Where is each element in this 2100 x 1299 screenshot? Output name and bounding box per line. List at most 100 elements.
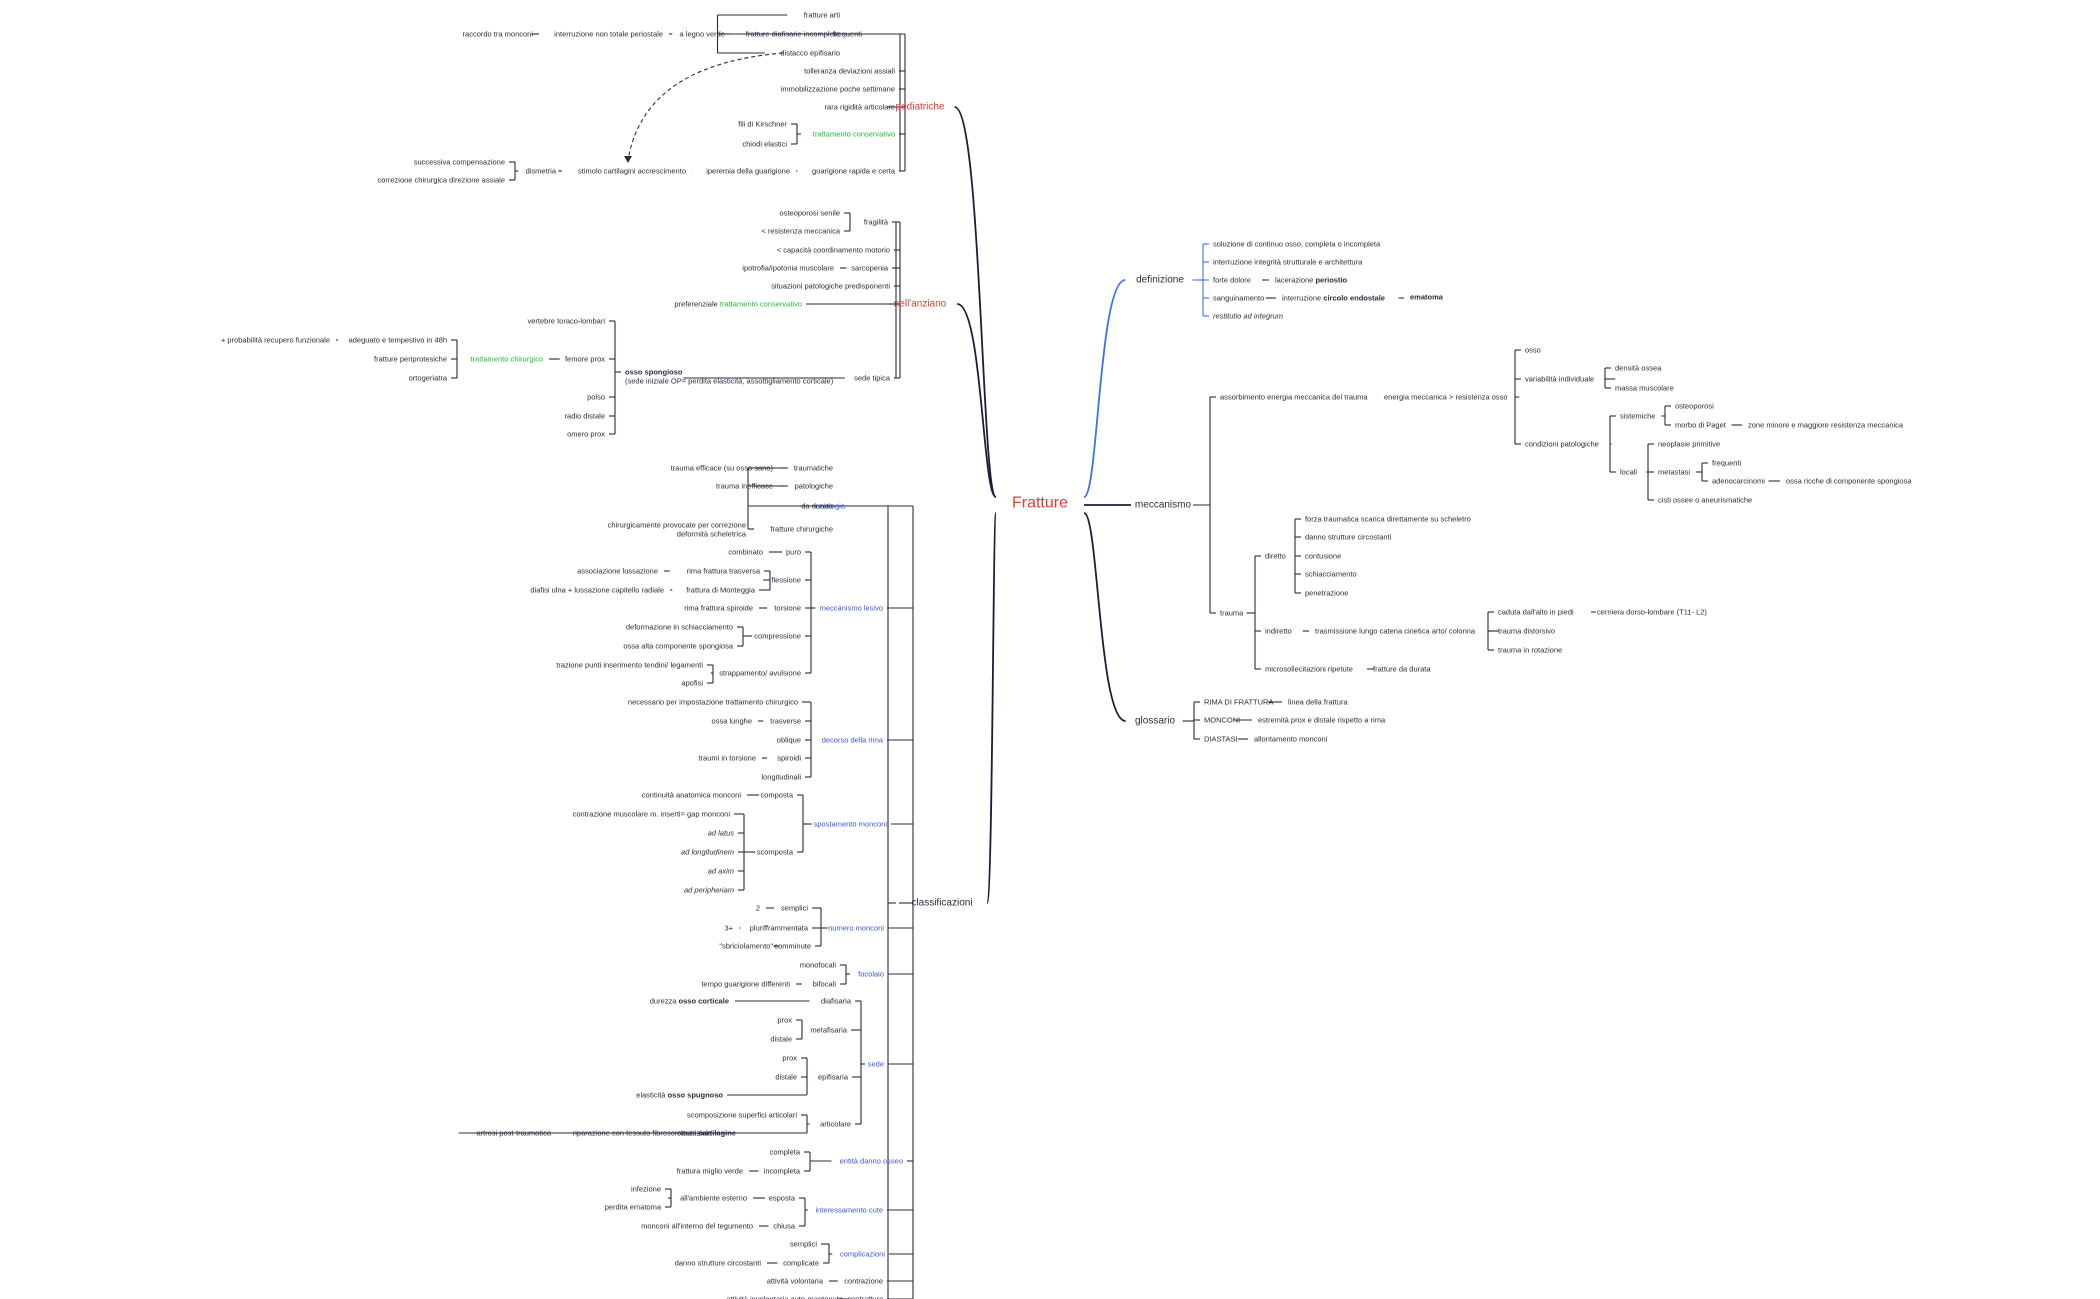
node-text: frattura miglio verde bbox=[677, 1167, 743, 1176]
node-perdita-ematoma: perdita ematoma bbox=[605, 1203, 662, 1212]
node-text: traumatiche bbox=[794, 464, 833, 473]
node-text: traumi in torsione bbox=[698, 754, 756, 763]
node-text: assorbimento energia meccanica del traum… bbox=[1220, 393, 1368, 402]
node-text: decorso della rima bbox=[822, 736, 884, 745]
node-text: preferenziale bbox=[674, 300, 717, 309]
node-text: ossa alta componente spongiosa bbox=[623, 642, 733, 651]
node-eziologia: eziologia bbox=[815, 502, 845, 511]
node-text: massa muscolare bbox=[1615, 384, 1674, 393]
node-text: sede tipica bbox=[854, 374, 891, 383]
node-text: all'ambiente esterno bbox=[680, 1194, 747, 1203]
node-adenocarcinomi: adenocarcinomi bbox=[1712, 477, 1765, 486]
node-text: trauma bbox=[1220, 609, 1244, 618]
node-text: plurifframmentata bbox=[750, 924, 809, 933]
node-suffix-text: cartilagine bbox=[698, 1129, 736, 1138]
node-text: trasmissione lungo catena cinetica arto/… bbox=[1315, 627, 1476, 636]
node-variabilita-individuale: variabilità individuale bbox=[1525, 375, 1594, 384]
node-trasverse: trasverse bbox=[770, 717, 801, 726]
node-interruzione: interruzione circolo endostale bbox=[1282, 294, 1385, 303]
node-chirurgicamente-provocate-per-correzione: chirurgicamente provocate per correzione bbox=[608, 521, 746, 530]
node-text: chiusa bbox=[773, 1222, 796, 1231]
node-text: locali bbox=[1620, 468, 1637, 477]
node-forte-dolore: forte dolore bbox=[1213, 276, 1251, 285]
node-text: elasticità bbox=[636, 1091, 666, 1100]
node-epifisaria: epifisaria bbox=[818, 1073, 849, 1082]
node-text: tolleranza deviazioni assiali bbox=[804, 67, 895, 76]
node-text: monconi all'interno del tegumento bbox=[641, 1222, 753, 1231]
node-microsollecitazioni-ripetute: microsollecitazioni ripetute bbox=[1265, 665, 1353, 674]
node-interessamento-cute: interessamento cute bbox=[815, 1206, 883, 1215]
node-text: rara rigidità articolare bbox=[825, 103, 895, 112]
node-text: trauma inefficace bbox=[716, 482, 773, 491]
node-text: bifocali bbox=[813, 980, 837, 989]
node-distale: distale bbox=[775, 1073, 797, 1082]
node-text: vertebre toraco-lombari bbox=[527, 317, 605, 326]
node-prox: prox bbox=[777, 1016, 792, 1025]
node-cerniera-dorso-lombare-t11-l2: cerniera dorso-lombare (T11- L2) bbox=[1597, 608, 1707, 617]
node-focolaio: focolaio bbox=[858, 970, 884, 979]
node-text: ad peripheriam bbox=[684, 886, 734, 895]
node-complicate: complicate bbox=[783, 1259, 819, 1268]
node-text: penetrazione bbox=[1305, 589, 1348, 598]
node-text: glossario bbox=[1135, 716, 1175, 727]
node-fratture: Fratture bbox=[1012, 495, 1068, 512]
node-text: trasverse bbox=[770, 717, 801, 726]
node-continuita-anatomica-monconi: continuità anatomica monconi bbox=[642, 791, 742, 800]
node-text: ortogeriatra bbox=[409, 374, 448, 383]
node-text: rima frattura spiroide bbox=[684, 604, 753, 613]
node-text: danno strutture circostanti bbox=[675, 1259, 762, 1268]
node-text: DIASTASI bbox=[1204, 735, 1238, 744]
node-text: interruzione non totale periostale bbox=[554, 30, 663, 39]
node-trauma-inefficace: trauma inefficace bbox=[716, 482, 773, 491]
edge-def bbox=[1083, 279, 1126, 498]
node-text: < capacità coordinamento motorio bbox=[777, 246, 890, 255]
node-preferenziale: preferenziale trattamento conservativo bbox=[674, 300, 802, 309]
node-suffix-text: circolo endostale bbox=[1323, 294, 1385, 303]
node-suffix-text: osso spugnoso bbox=[668, 1091, 724, 1100]
node-successiva-compensazione: successiva compensazione bbox=[414, 158, 505, 167]
node-comminute: comminute bbox=[774, 942, 811, 951]
node-rima-frattura-spiroide: rima frattura spiroide bbox=[684, 604, 753, 613]
node-soluzione-di-continuo-osso-completa-o-in: soluzione di continuo osso, completa o i… bbox=[1213, 240, 1381, 249]
node-text: combinato bbox=[728, 548, 763, 557]
node-massa-muscolare: massa muscolare bbox=[1615, 384, 1674, 393]
node-stimolo-cartilagini-accrescimento: stimolo cartilagini accrescimento bbox=[578, 167, 686, 176]
node-text: ossa lunghe bbox=[712, 717, 752, 726]
node-text: femore prox bbox=[565, 355, 605, 364]
node-decorso-della-rima: decorso della rima bbox=[822, 736, 884, 745]
node-text: meccanismo bbox=[1135, 500, 1192, 511]
node-zone-minore-e-maggiore-resistenza-meccan: zone minore e maggiore resistenza meccan… bbox=[1748, 421, 1904, 430]
node-text: contrattura bbox=[847, 1295, 883, 1299]
node-vertebre-toraco-lombari: vertebre toraco-lombari bbox=[527, 317, 605, 326]
node-text: fragilità bbox=[864, 218, 889, 227]
node-text: trazione punti inserimento tendini/ lega… bbox=[556, 661, 703, 670]
node-traumatiche: traumatiche bbox=[794, 464, 833, 473]
node-necessario-per-impostazione-trattamento-: necessario per impostazione trattamento … bbox=[628, 698, 798, 707]
node-monconi-all-interno-del-tegumento: monconi all'interno del tegumento bbox=[641, 1222, 753, 1231]
node-text: immobilizzazione poche settimane bbox=[781, 85, 895, 94]
node-complicazioni: complicazioni bbox=[840, 1250, 885, 1259]
node-text: perdita ematoma bbox=[605, 1203, 662, 1212]
node-longitudinali: longitudinali bbox=[761, 773, 801, 782]
node-text: ad axim bbox=[708, 867, 734, 876]
node-text: raccordo tra monconi bbox=[463, 30, 534, 39]
node-associazione-lussazione: associazione lussazione bbox=[577, 567, 658, 576]
node-text: a legno verde bbox=[680, 30, 725, 39]
node-text: 3+ bbox=[724, 924, 733, 933]
node-text: allontamento monconi bbox=[1254, 735, 1328, 744]
node-apofisi: apofisi bbox=[681, 679, 703, 688]
node-femore-prox: femore prox bbox=[565, 355, 605, 364]
node-text: incompleta bbox=[764, 1167, 801, 1176]
node-text: guarigione rapida e certa bbox=[812, 167, 896, 176]
node-frequenti: frequenti bbox=[1712, 459, 1742, 468]
node-text: sistemiche bbox=[1620, 412, 1655, 421]
node-text: tempo guarigione differenti bbox=[701, 980, 790, 989]
node-text: spostamento monconi bbox=[814, 820, 888, 829]
node-text: omero prox bbox=[567, 430, 605, 439]
node-meccanismo: meccanismo bbox=[1135, 500, 1192, 511]
node-nell-anziano: nell'anziano bbox=[894, 299, 947, 310]
node-text: sede bbox=[868, 1060, 884, 1069]
node-fratture-arti: fratture arti bbox=[804, 11, 841, 20]
node-text: completa bbox=[770, 1148, 801, 1157]
node-diafisi-ulna-lussazione-capitello-radial: diafisi ulna + lussazione capitello radi… bbox=[530, 586, 664, 595]
